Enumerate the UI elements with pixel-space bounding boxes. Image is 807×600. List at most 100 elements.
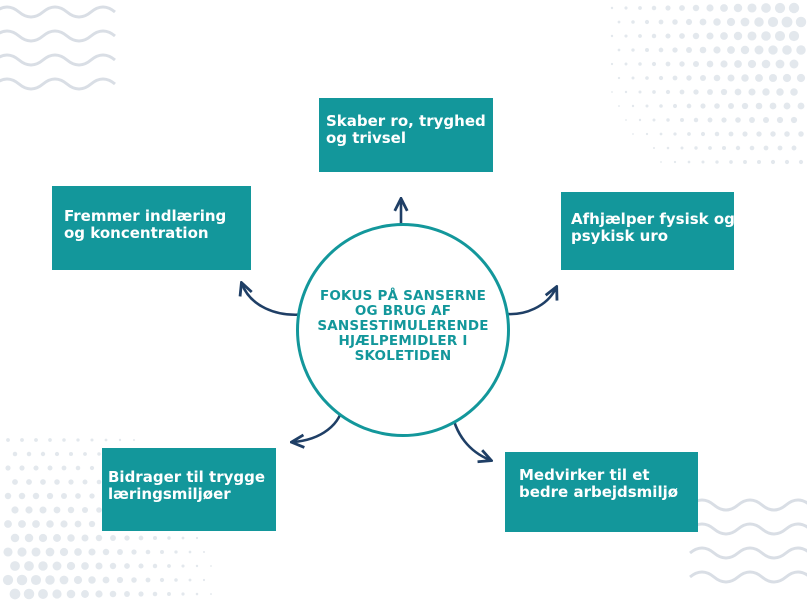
decor-dot [761, 31, 771, 41]
decor-dot [12, 451, 18, 457]
decor-dot [782, 45, 792, 55]
decor-dot [735, 145, 741, 151]
decor-dot [52, 561, 62, 571]
decor-dot [631, 48, 635, 52]
decor-dot [617, 76, 621, 80]
decor-dot [768, 73, 778, 83]
decor-dot [645, 76, 649, 80]
decor-dot [638, 34, 642, 38]
decor-dot [102, 576, 110, 584]
decor-dot [610, 6, 614, 10]
decor-dot [692, 32, 700, 40]
decor-dot [188, 578, 192, 582]
decor-dot [202, 578, 206, 582]
node-text-line: Fremmer indlæring [64, 207, 227, 225]
decor-dot [658, 47, 664, 53]
decor-dot [701, 160, 705, 164]
decor-dot [88, 576, 96, 584]
decor-dot [706, 60, 714, 68]
node-text-line: Afhjælper fysisk og [571, 210, 735, 228]
decor-dot [798, 131, 804, 137]
decor-dot [210, 565, 212, 567]
decor-dot [726, 17, 736, 27]
decor-dot [721, 145, 727, 151]
decor-dot [74, 548, 82, 556]
decor-dot [625, 119, 627, 121]
decor-dot [666, 146, 670, 150]
decor-dot [638, 62, 642, 66]
decor-dot [692, 4, 700, 12]
decor-dot [10, 533, 20, 543]
decor-dot [680, 146, 684, 150]
decor-dot [707, 117, 713, 123]
decor-dot [38, 533, 48, 543]
decor-dot [12, 479, 18, 485]
center-title-line: FOKUS PÅ SANSERNE [319, 288, 487, 304]
decor-dot [40, 479, 46, 485]
decor-dot [632, 133, 634, 135]
decor-dot [9, 588, 21, 600]
center-circle [296, 223, 510, 437]
decor-dot [81, 506, 89, 514]
decor-dot [95, 590, 103, 598]
decor-dot [160, 550, 164, 554]
decor-dot [30, 574, 42, 586]
decor-dot [652, 146, 656, 150]
decor-dot [59, 575, 69, 585]
decor-dot [95, 534, 103, 542]
node-skaber-ro: Skaber ro, tryghed og trivsel [319, 98, 493, 172]
decor-dot [762, 88, 770, 96]
decor-dot [131, 577, 137, 583]
decor-dot [733, 3, 743, 13]
decor-dot [88, 548, 96, 556]
decor-dot [756, 131, 762, 137]
decor-dot [741, 74, 749, 82]
center-title: FOKUS PÅ SANSERNE OG BRUG AF SANSESTIMUL… [296, 289, 510, 364]
decor-dot [672, 75, 678, 81]
decor-dot [138, 591, 144, 597]
decor-dot [73, 575, 83, 585]
decor-dot [672, 103, 678, 109]
decor-dot [3, 547, 13, 557]
decor-dot [145, 549, 151, 555]
decor-dot [167, 536, 171, 540]
decor-dot [54, 451, 60, 457]
decor-dot [665, 33, 671, 39]
decor-dot [734, 88, 742, 96]
decor-dot [45, 575, 55, 585]
decor-dot [743, 160, 747, 164]
decor-dot [611, 91, 613, 93]
center-title-line: OG BRUG AF [354, 303, 452, 319]
decor-dot [39, 506, 47, 514]
decor-dot [796, 45, 806, 55]
decor-dot [644, 47, 650, 53]
decor-dot [680, 118, 684, 122]
decor-dot [740, 17, 750, 27]
decor-dot [618, 105, 620, 107]
decor-dot [713, 74, 721, 82]
decor-dot [638, 6, 642, 10]
decor-dot [47, 465, 53, 471]
center-title-line: SANSESTIMULERENDE [317, 318, 489, 334]
decor-dot [706, 32, 714, 40]
decor-dot [10, 561, 20, 571]
decor-dot [733, 31, 743, 41]
decor-dot [720, 88, 728, 96]
decor-dot [17, 547, 27, 557]
decor-dot [748, 88, 756, 96]
decor-dot [728, 131, 734, 137]
decor-dot [181, 536, 185, 540]
decor-dot [644, 19, 650, 25]
decor-dot [788, 30, 800, 42]
decor-dot [742, 131, 748, 137]
decor-dot [26, 479, 32, 485]
decor-dot [727, 46, 735, 54]
decor-dot [624, 34, 628, 38]
decor-dot [721, 117, 727, 123]
decor-dot [24, 561, 34, 571]
decor-dot [734, 60, 742, 68]
center-title-line: SKOLETIDEN [354, 348, 452, 364]
decor-dot [740, 45, 750, 55]
decor-dot [673, 160, 677, 164]
decor-dot [749, 145, 755, 151]
